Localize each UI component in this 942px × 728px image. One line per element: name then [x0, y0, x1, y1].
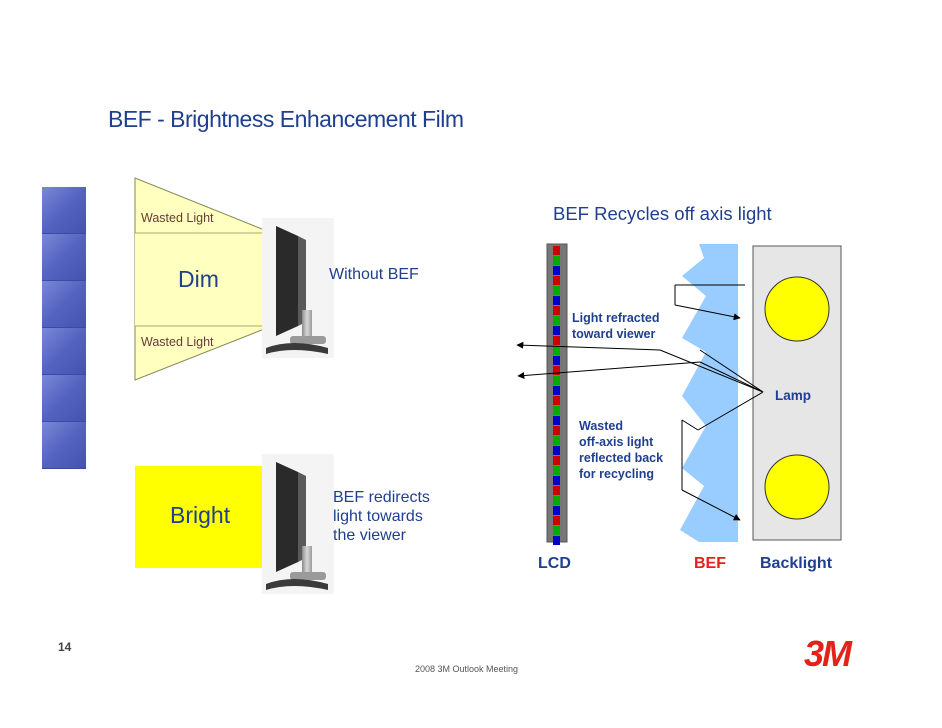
- lcd-label: LCD: [538, 555, 571, 572]
- callout-line: off-axis light: [579, 435, 654, 449]
- callout-line: for recycling: [579, 467, 655, 481]
- with-bef-caption: BEF redirects light towards the viewer: [333, 488, 430, 545]
- footer-text: 2008 3M Outlook Meeting: [415, 664, 519, 674]
- lamp-icon: [764, 454, 830, 520]
- callout-line: Light refracted: [572, 311, 660, 325]
- with-bef-caption-line: BEF redirects: [333, 489, 430, 506]
- slide-title: BEF - Brightness Enhancement Film: [108, 106, 464, 132]
- callout-line: reflected back: [579, 451, 664, 465]
- backlight-label: Backlight: [760, 555, 833, 572]
- lamp-icon: [764, 276, 830, 342]
- callout-line: Wasted: [579, 419, 623, 433]
- wasted-light-callout: Wasted off-axis light reflected back for…: [579, 418, 663, 482]
- light-rays: [516, 284, 764, 521]
- decorative-side-strip: [42, 187, 86, 469]
- lamp-label: Lamp: [775, 388, 812, 403]
- callout-line: toward viewer: [572, 327, 656, 341]
- refracted-light-callout: Light refracted toward viewer: [572, 310, 660, 342]
- dim-panel: [135, 233, 272, 326]
- without-bef-caption: Without BEF: [329, 266, 419, 283]
- recycling-diagram-title: BEF Recycles off axis light: [553, 203, 772, 224]
- bef-prism-film: [680, 244, 738, 542]
- lcd-layer: [546, 243, 568, 545]
- 3m-logo: 3M: [804, 633, 852, 674]
- monitor-icon: [262, 454, 334, 594]
- with-bef-caption-line: light towards: [333, 508, 423, 525]
- bright-label: Bright: [170, 502, 231, 528]
- monitor-icon: [262, 218, 334, 358]
- page-number: 14: [58, 640, 72, 654]
- wasted-light-bottom-label: Wasted Light: [141, 335, 214, 349]
- bef-label: BEF: [694, 555, 726, 572]
- with-bef-caption-line: the viewer: [333, 527, 406, 544]
- bright-light-block: [135, 466, 272, 568]
- wasted-light-top-label: Wasted Light: [141, 211, 214, 225]
- dim-label: Dim: [178, 266, 219, 292]
